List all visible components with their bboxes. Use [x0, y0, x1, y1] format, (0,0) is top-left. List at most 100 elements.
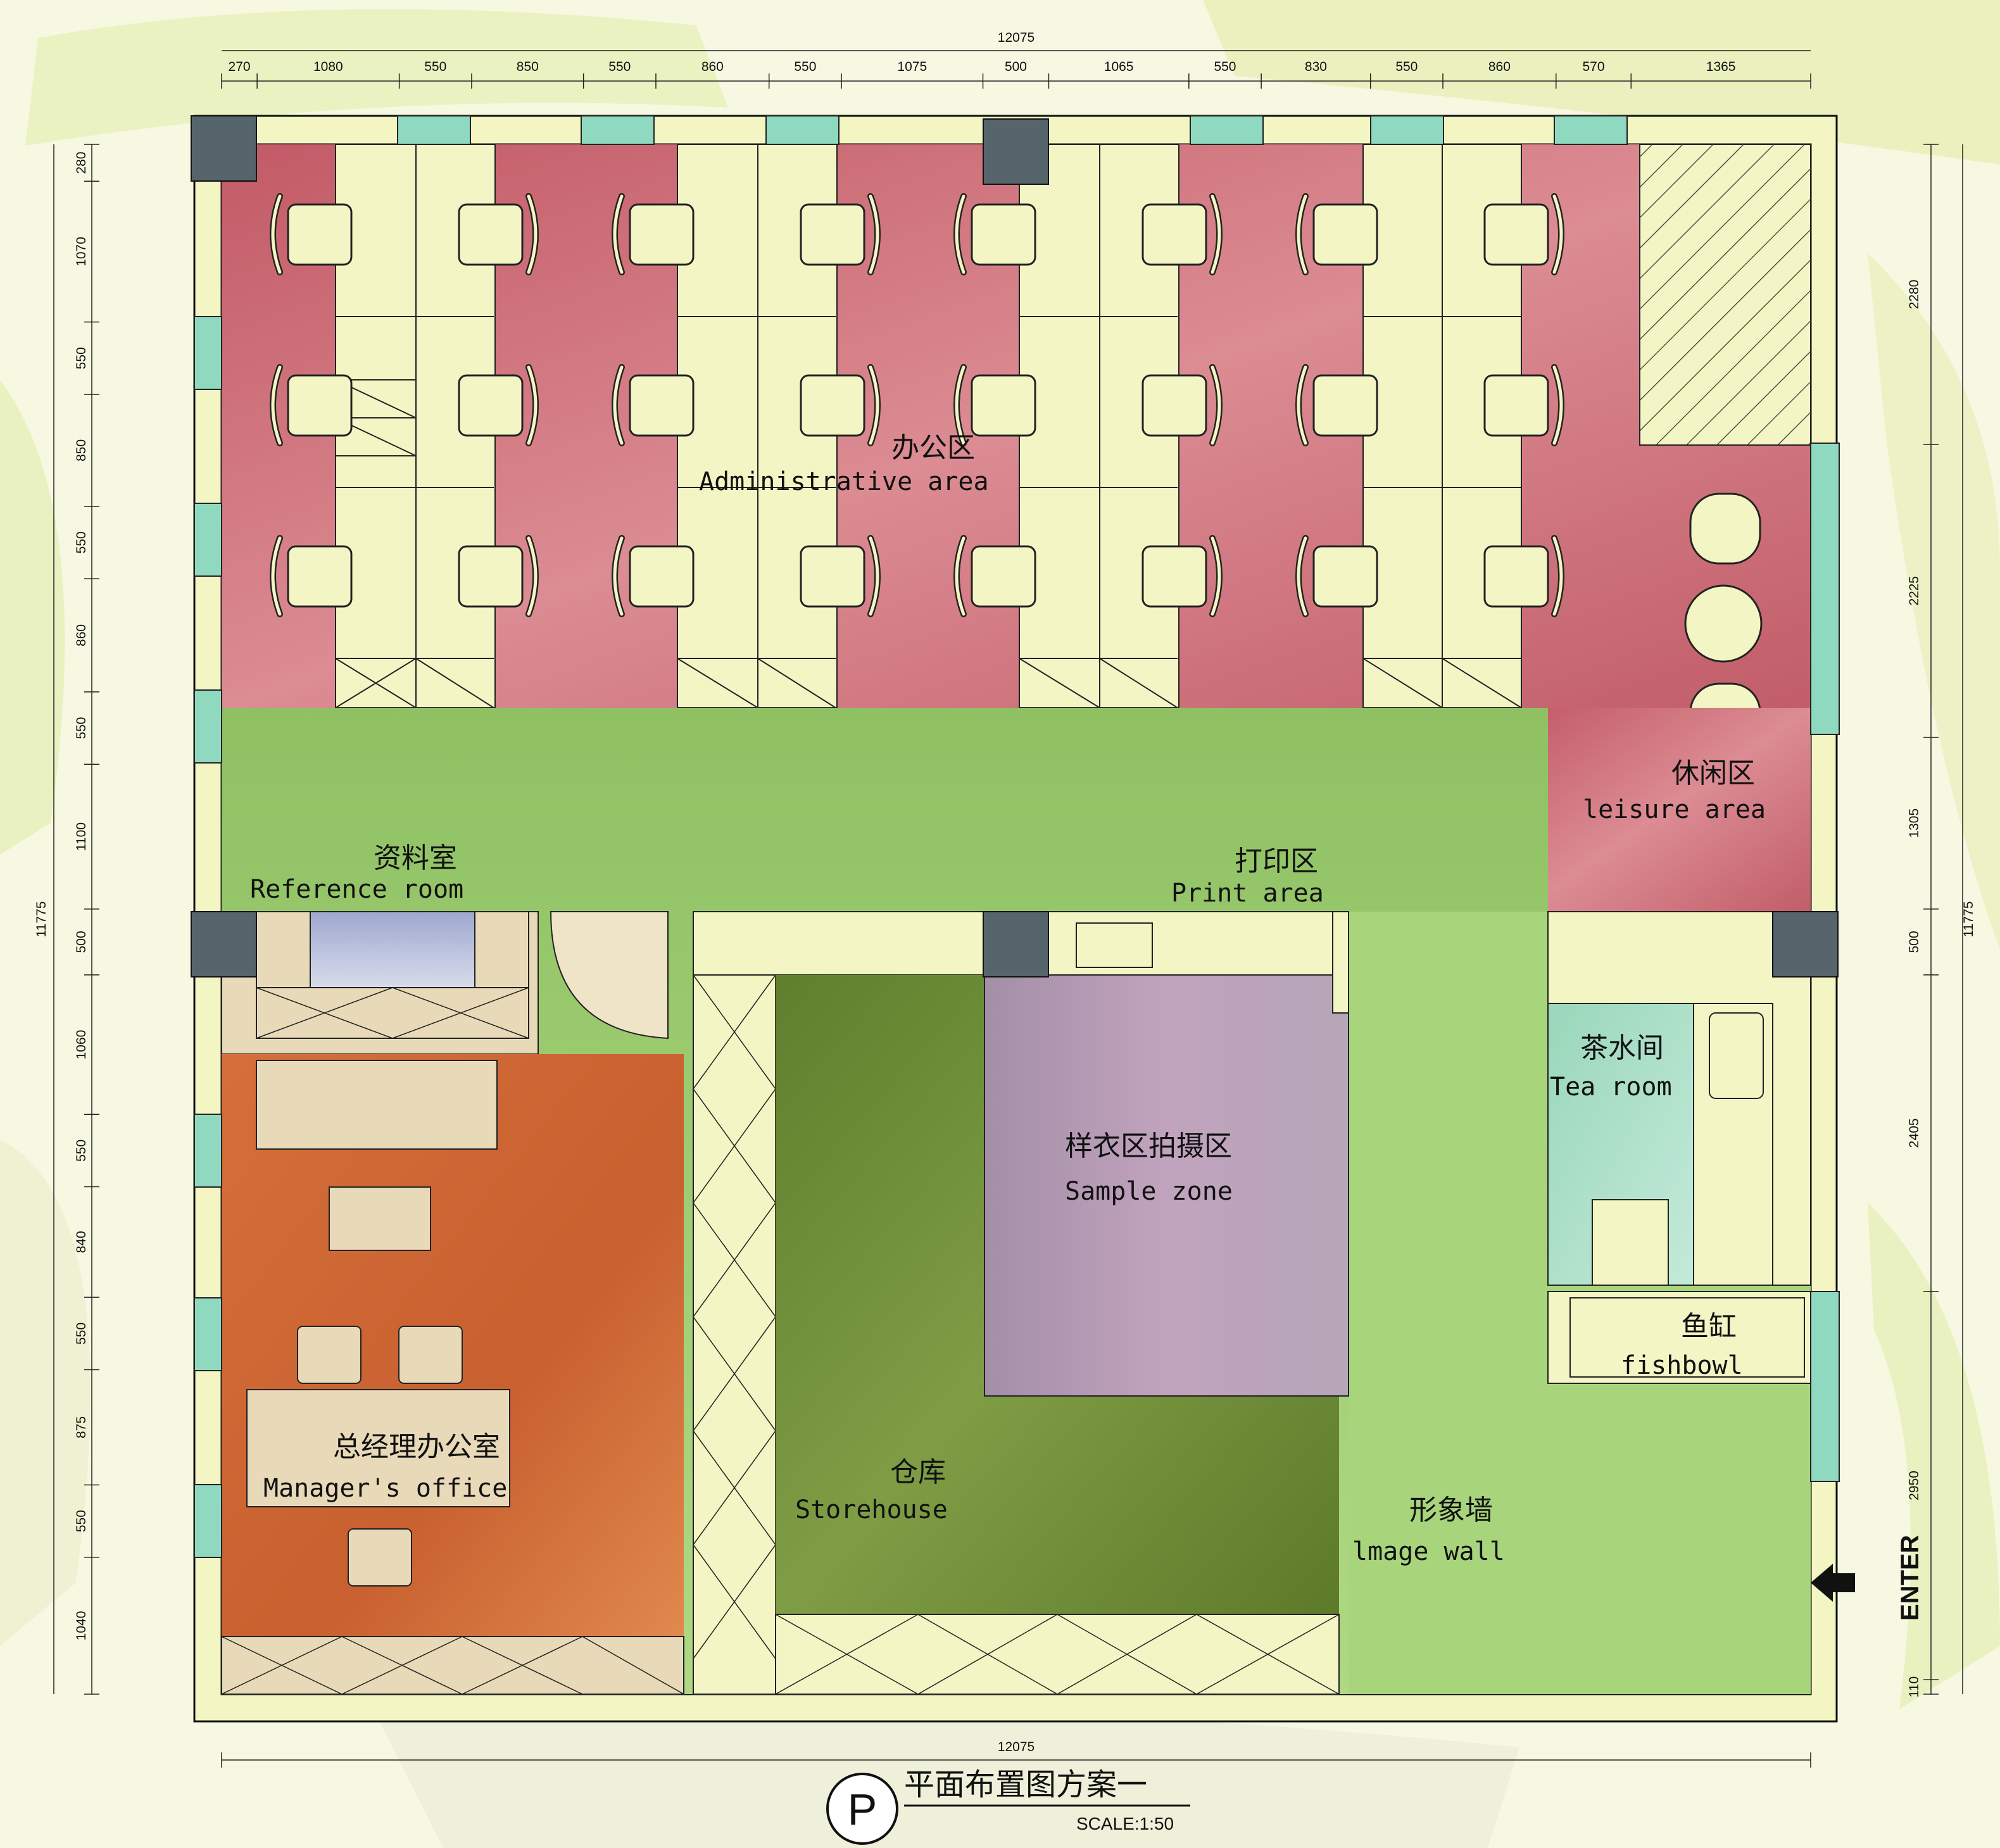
office-chair-icon: [1483, 535, 1564, 617]
dimension-top-segment: 550: [424, 60, 446, 74]
tea-label-en: Tea room: [1550, 1072, 1672, 1102]
dimension-right-total: 11775: [1961, 902, 1976, 938]
admin-label-zh: 办公区: [891, 432, 975, 464]
enter-arrow-icon: [1811, 1564, 1855, 1602]
office-chair-icon: [953, 193, 1036, 275]
storehouse-label-zh: 仓库: [890, 1456, 946, 1488]
dimension-top-segment: 1075: [897, 60, 927, 74]
office-chair-icon: [1142, 535, 1223, 617]
reference-label-en: Reference room: [250, 875, 463, 904]
dimension-left-total: 11775: [34, 902, 49, 938]
reference-room: [221, 911, 669, 1055]
plan-title: 平面布置图方案一: [904, 1767, 1147, 1802]
dimension-top-segment: 570: [1582, 60, 1604, 74]
enter-label: ENTER: [1896, 1535, 1924, 1621]
office-chair-icon: [1295, 535, 1378, 617]
print-label-en: Print area: [1171, 879, 1324, 908]
dimension-top-segment: 850: [517, 60, 539, 74]
dimension-top-segment: 830: [1305, 60, 1327, 74]
dimension-top-segment: 860: [701, 60, 724, 74]
office-chair-icon: [1142, 193, 1223, 275]
dimension-left-segment: 1040: [74, 1611, 89, 1641]
dimension-left-segment: 840: [74, 1231, 89, 1253]
office-chair-icon: [1483, 364, 1564, 446]
dimension-left-segment: 1100: [74, 822, 89, 851]
imagewall-label-en: lmage wall: [1352, 1537, 1505, 1566]
dimension-bottom-total: 12075: [998, 1740, 1035, 1754]
office-chair-icon: [458, 193, 539, 275]
plan-badge-letter: P: [848, 1785, 877, 1834]
office-chair-icon: [800, 535, 881, 617]
dimension-top-segment: 860: [1488, 60, 1511, 74]
office-chair-icon: [270, 364, 353, 446]
sample-zone: [984, 911, 1349, 1397]
dimension-top-segment: 1365: [1706, 60, 1736, 74]
office-chair-icon: [953, 364, 1036, 446]
office-chair-icon: [1295, 364, 1378, 446]
plan-badge: [826, 1773, 898, 1845]
dimension-right-segment: 2225: [1907, 576, 1921, 606]
windows: [194, 115, 1840, 1558]
office-chair-icon: [612, 535, 695, 617]
office-chair-icon: [270, 193, 353, 275]
dimension-left-segment: 280: [74, 152, 89, 174]
office-chair-icon: [953, 535, 1036, 617]
dimension-top-segment: 500: [1005, 60, 1027, 74]
office-chair-icon: [800, 193, 881, 275]
dimension-right-segment: 2950: [1907, 1471, 1921, 1500]
dimension-left-segment: 1060: [74, 1030, 89, 1060]
tea-label-zh: 茶水间: [1580, 1032, 1664, 1064]
dimension-top-segment: 270: [229, 60, 251, 74]
office-chair-icon: [612, 364, 695, 446]
manager-label-zh: 总经理办公室: [333, 1431, 500, 1463]
room-labels: 办公区 Administrative area 休闲区 leisure area…: [250, 432, 1766, 1566]
dimension-top-segment: 1080: [313, 60, 343, 74]
structural-columns: [191, 115, 1839, 977]
office-chairs: [270, 193, 1564, 617]
dimension-right-segment: 1305: [1907, 808, 1921, 838]
leisure-label-zh: 休闲区: [1671, 757, 1755, 789]
sample-label-zh: 样衣区拍摄区: [1065, 1130, 1232, 1162]
office-chair-icon: [458, 535, 539, 617]
dimension-lines: 12075 270 1080 550 850 550 860 550 1075 500 1065 55…: [34, 30, 1976, 1768]
dimension-left-segment: 500: [74, 931, 89, 953]
dimension-right-segment: 500: [1907, 931, 1921, 953]
manager-office: [221, 1054, 684, 1695]
manager-label-en: Manager's office: [263, 1474, 507, 1503]
sample-label-en: Sample zone: [1065, 1177, 1233, 1206]
storehouse-label-en: Storehouse: [795, 1495, 948, 1524]
dimension-left-segment: 860: [74, 624, 89, 646]
dimension-top-segment: 550: [608, 60, 631, 74]
dimension-left-segment: 550: [74, 347, 89, 369]
office-chair-icon: [458, 364, 539, 446]
dimension-right-segment: 2280: [1907, 280, 1921, 310]
office-chair-icon: [1295, 193, 1378, 275]
dimension-left-segment: 1070: [74, 237, 89, 267]
title-block: P 平面布置图方案一 SCALE:1:50 ENTER: [826, 1535, 1924, 1845]
dimension-top-segment: 1065: [1104, 60, 1134, 74]
dimension-right-segment: 110: [1907, 1676, 1921, 1697]
dimension-top-total: 12075: [998, 30, 1035, 45]
office-chair-icon: [1483, 193, 1564, 275]
office-chair-icon: [1142, 364, 1223, 446]
dimension-left-segment: 550: [74, 1140, 89, 1162]
print-label-zh: 打印区: [1235, 845, 1318, 877]
fishbowl-label-zh: 鱼缸: [1681, 1311, 1737, 1343]
admin-label-en: Administrative area: [699, 467, 989, 496]
dimension-top-segment: 550: [1214, 60, 1236, 74]
office-chair-icon: [612, 193, 695, 275]
leisure-label-en: leisure area: [1583, 795, 1766, 824]
office-chair-icon: [800, 364, 881, 446]
dimension-left-segment: 875: [74, 1416, 89, 1438]
imagewall-label-zh: 形象墙: [1409, 1494, 1493, 1526]
dimension-left-segment: 550: [74, 717, 89, 739]
dimension-left-segment: 550: [74, 1323, 89, 1345]
dimension-right-segment: 2405: [1907, 1118, 1921, 1148]
fishbowl-label-en: fishbowl: [1621, 1351, 1743, 1380]
dimension-left-segment: 550: [74, 1510, 89, 1532]
reference-label-zh: 资料室: [374, 842, 457, 874]
dimension-top-segment: 550: [794, 60, 816, 74]
tea-room: [1547, 911, 1811, 1384]
dimension-left-segment: 850: [74, 439, 89, 462]
